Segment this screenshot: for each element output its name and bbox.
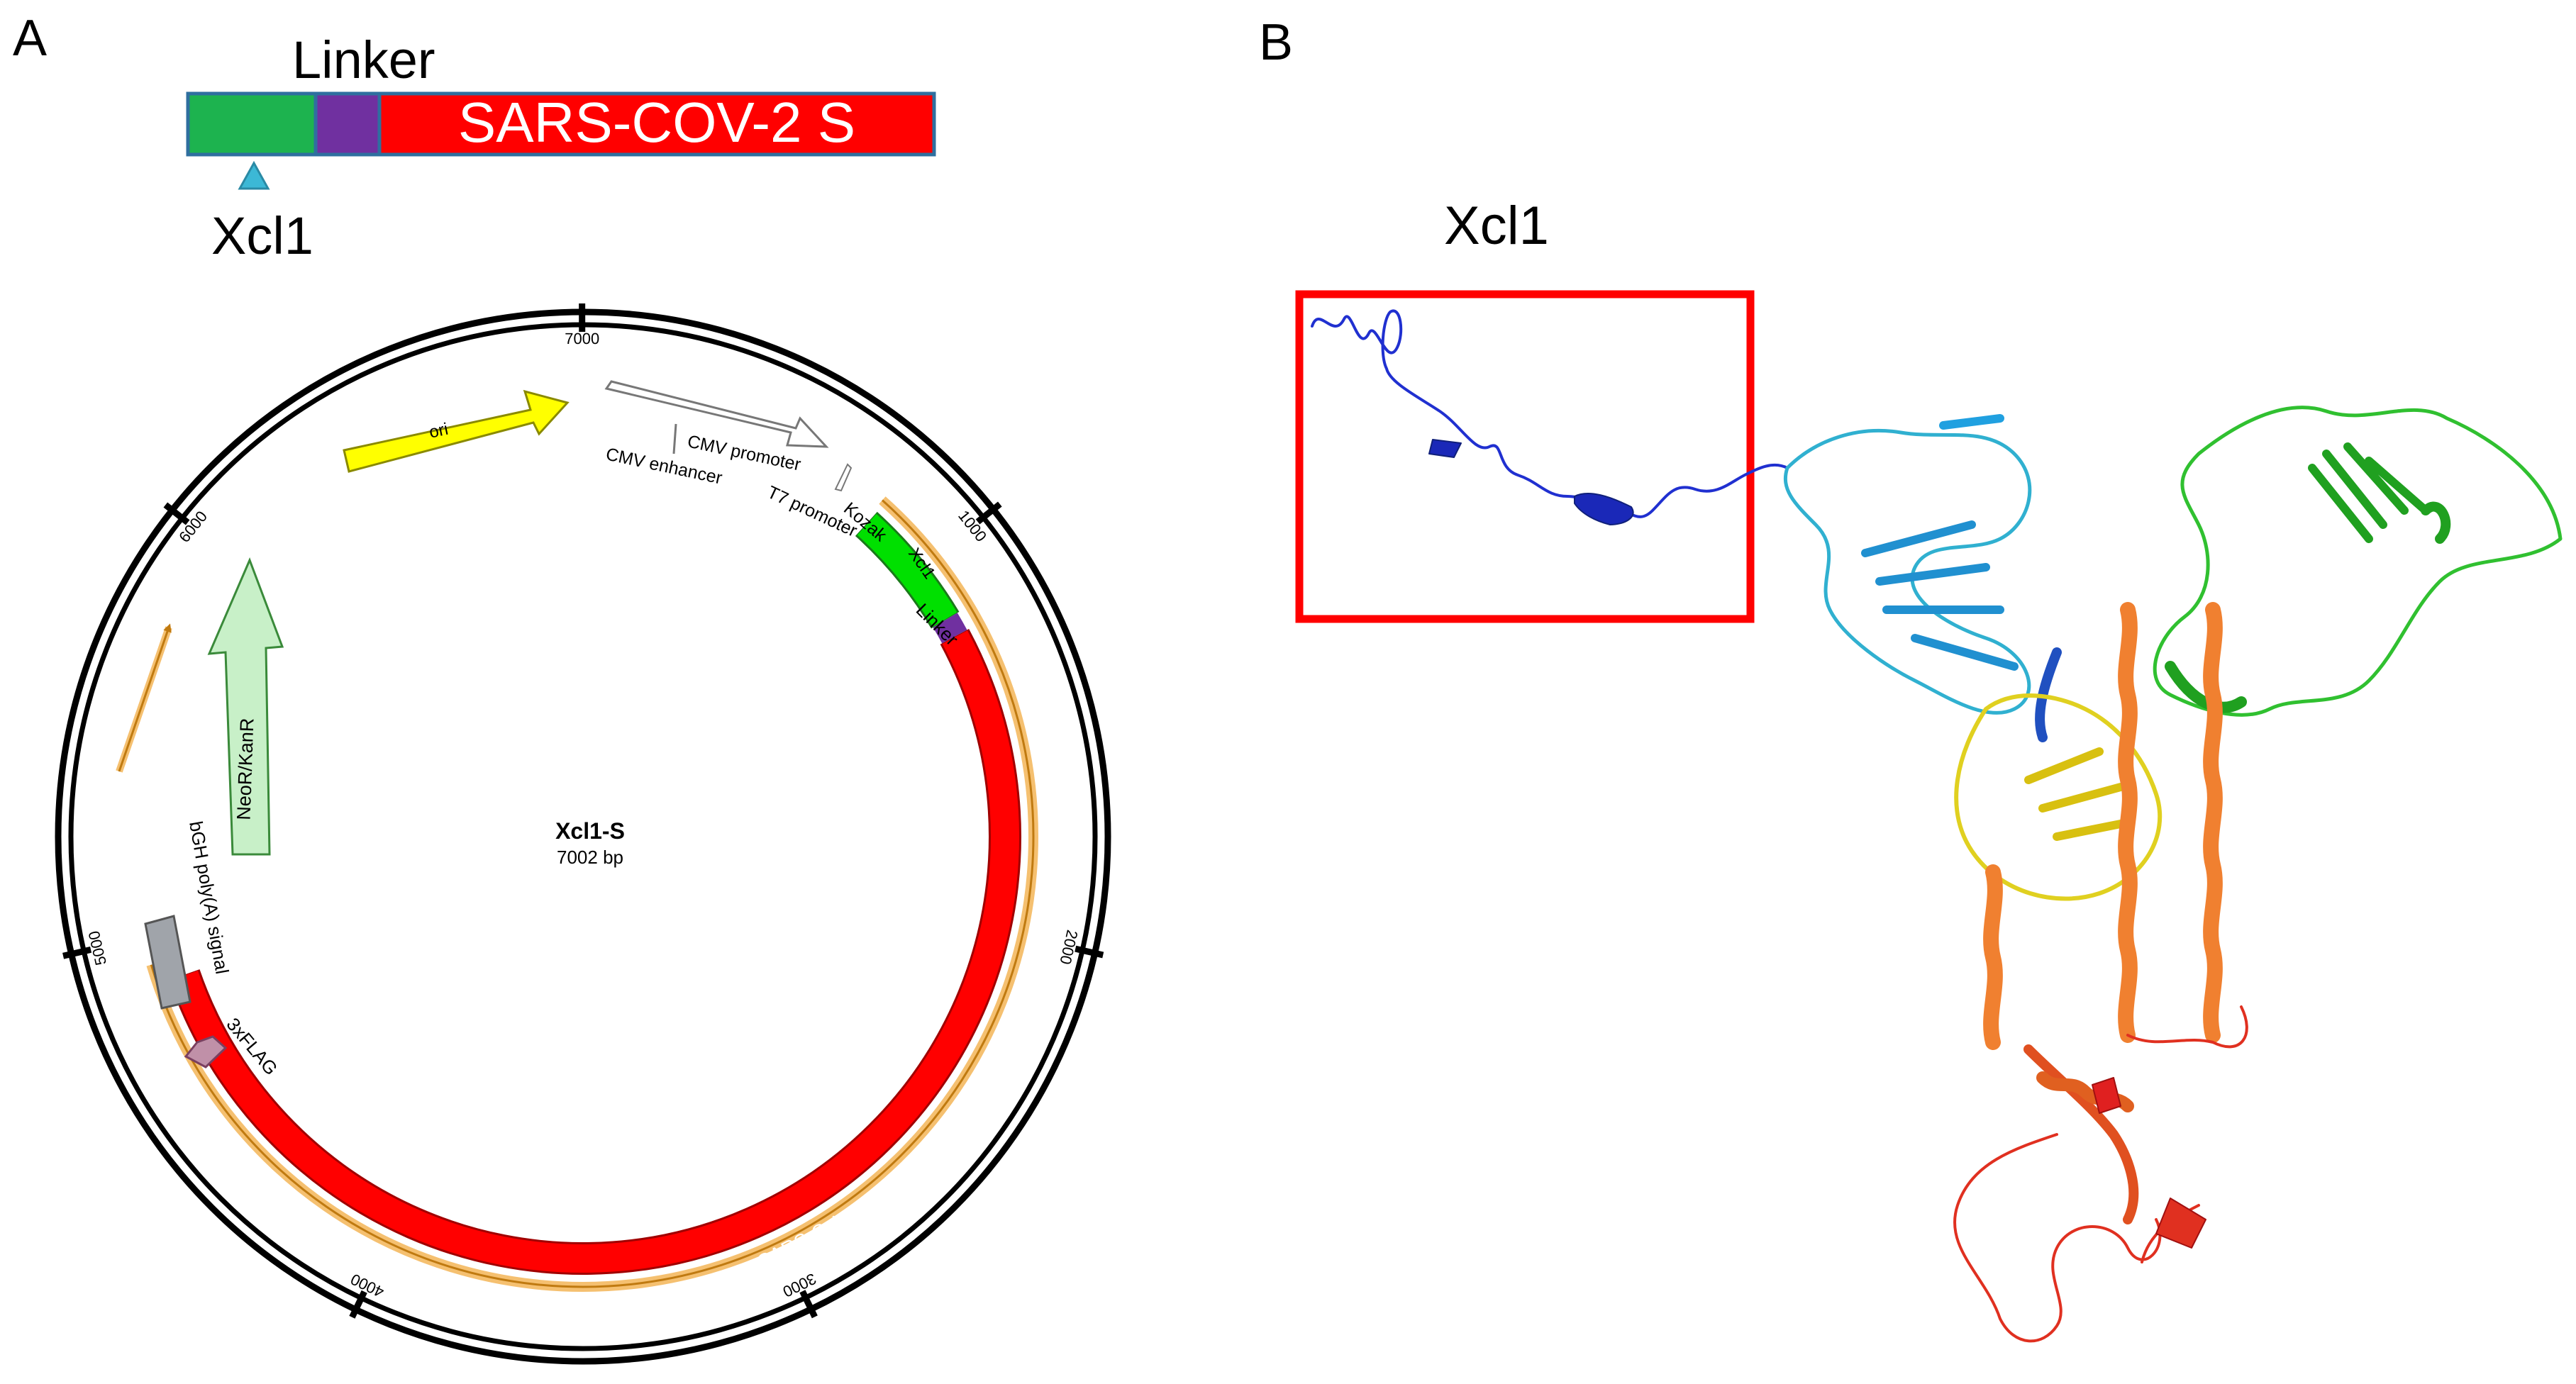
ori-label: ori (428, 420, 450, 442)
neo-feature (207, 557, 284, 856)
xcl1-helix-1 (1428, 439, 1462, 458)
construct-xcl1-label: Xcl1 (211, 206, 313, 265)
construct-xcl1-marker (238, 160, 270, 190)
panel-a: A Linker SARS-COV-2 S Xcl1 7000100020003… (13, 10, 1111, 1365)
cmv-divider (672, 423, 677, 454)
tick-mark (349, 1290, 367, 1319)
c-term-sheet (2155, 1198, 2206, 1249)
tick-mark (975, 501, 1002, 525)
construct-linker-label: Linker (292, 30, 435, 89)
linker-arc (933, 613, 967, 644)
rbd-domain (2153, 406, 2563, 717)
construct-diagram: Linker SARS-COV-2 S Xcl1 (186, 30, 936, 265)
ori-feature (343, 389, 570, 473)
c-term-loops (1953, 1005, 2248, 1343)
tick-mark (799, 1290, 818, 1319)
construct-linker-segment (313, 91, 382, 157)
helix-3 (1983, 864, 2003, 1050)
neo-orf-arrow (118, 623, 172, 772)
kozak-feature (834, 463, 853, 492)
tick-mark (62, 946, 92, 959)
core-strands (2024, 747, 2132, 841)
ntd-strands (1861, 520, 2019, 671)
rbd-small-helix (2421, 501, 2451, 544)
panel-b-label: B (1259, 14, 1293, 71)
tick-mark (163, 502, 190, 525)
xcl1-arc (857, 513, 957, 627)
bgh-feature (144, 915, 191, 1010)
ntd-strand-low (2035, 647, 2062, 742)
construct-xcl1-segment (186, 91, 318, 157)
panel-b: B Xcl1 (1259, 14, 2563, 1343)
xcl1-helix-2 (1574, 492, 1634, 525)
c-term-red-helix (2092, 1077, 2121, 1114)
xcl1-box-label: Xcl1 (1444, 196, 1549, 256)
construct-spike-segment (377, 91, 936, 157)
helix-1 (2118, 602, 2138, 1043)
ntd-domain (1783, 429, 2032, 715)
panel-a-label: A (13, 10, 47, 67)
construct-spike-label: SARS-COV-2 S (458, 91, 855, 154)
neo-label: NeoR/KanR (233, 718, 258, 820)
spike-arc (171, 630, 1019, 1273)
protein-structure (1311, 309, 2563, 1343)
plasmid-name: Xcl1-S (555, 818, 625, 844)
helix-2 (2203, 602, 2223, 1043)
cmv-promoter-feature (604, 380, 829, 448)
c-term-strand (2023, 1044, 2139, 1224)
xcl1-coil (1311, 309, 1789, 518)
spike-orf-halo (146, 496, 1038, 1292)
rbd-strands (2308, 442, 2430, 543)
tick-label: 7000 (565, 330, 599, 347)
plasmid-size: 7002 bp (557, 847, 623, 868)
rbd-helix (2165, 661, 2247, 713)
xcl1-highlight-box (1295, 290, 1755, 623)
flag-feature (184, 1035, 228, 1068)
spike-orf-line (150, 499, 1035, 1288)
ntd-strand-top (1939, 414, 2004, 430)
plasmid-features (146, 496, 1038, 1292)
tick-mark (1075, 945, 1104, 959)
bgh-label: bGH poly(A) signal (185, 820, 233, 976)
